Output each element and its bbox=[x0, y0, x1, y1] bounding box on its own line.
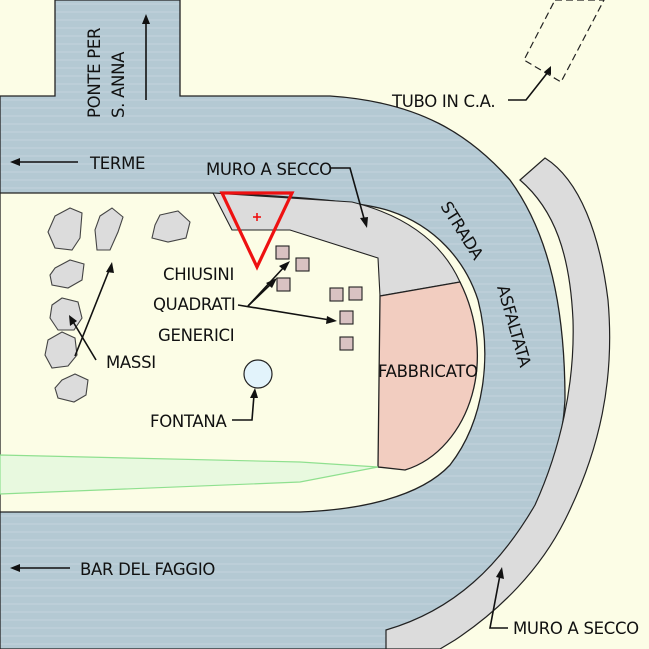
chiusini-group bbox=[275, 245, 363, 351]
fontana-leader bbox=[232, 394, 255, 421]
chiusino bbox=[348, 286, 363, 301]
tubo-leader bbox=[508, 71, 549, 101]
tubo-label: TUBO IN C.A. bbox=[391, 92, 495, 111]
red-triangle-marker-icon[interactable] bbox=[219, 191, 295, 271]
boulder bbox=[44, 331, 78, 369]
terme-label: TERME bbox=[89, 154, 145, 173]
boulder bbox=[94, 207, 124, 251]
boulder bbox=[49, 259, 85, 289]
tubo-pipe bbox=[523, 0, 605, 83]
massi-leader bbox=[74, 267, 111, 357]
boulder bbox=[54, 373, 89, 403]
quadrati-leader bbox=[237, 304, 331, 321]
fontana-label: FONTANA bbox=[150, 412, 227, 431]
arrowhead-icon bbox=[69, 315, 77, 326]
arrowhead-icon bbox=[250, 388, 258, 398]
arrowhead-icon bbox=[279, 261, 290, 271]
chiusini-leader bbox=[247, 265, 286, 307]
boulder bbox=[47, 207, 83, 251]
chiusino bbox=[295, 257, 310, 272]
fontana-fountain bbox=[243, 359, 273, 389]
arrowhead-icon bbox=[10, 158, 20, 166]
green-strip bbox=[0, 454, 379, 495]
muro-top-leader bbox=[330, 167, 366, 223]
arrowhead-icon bbox=[544, 66, 551, 75]
quadrati-label: QUADRATI bbox=[153, 295, 235, 314]
chiusino bbox=[329, 287, 344, 302]
fabbricato-building bbox=[377, 281, 479, 471]
generici-label: GENERICI bbox=[158, 326, 234, 345]
chiusino bbox=[339, 336, 354, 351]
bar-label: BAR DEL FAGGIO bbox=[80, 560, 215, 579]
chiusino bbox=[276, 277, 291, 292]
arrowhead-icon bbox=[326, 316, 337, 324]
boulder bbox=[151, 210, 191, 243]
paved-strip bbox=[212, 192, 461, 297]
muro-top-label: MURO A SECCO bbox=[206, 160, 332, 179]
arrowhead-icon bbox=[496, 567, 504, 579]
muro-bottom-leader bbox=[489, 574, 508, 629]
arrowhead-icon bbox=[142, 14, 150, 24]
muro-a-secco-wall-right bbox=[385, 157, 611, 649]
massi-label: MASSI bbox=[106, 353, 156, 372]
ponte-label-line1: PONTE PER bbox=[85, 28, 104, 118]
leader-lines bbox=[10, 14, 551, 629]
fabbricato-label: FABBRICATO bbox=[378, 362, 478, 381]
ponte-label-line2: S. ANNA bbox=[109, 51, 128, 118]
massi-leader bbox=[71, 319, 97, 361]
chiusini-label: CHIUSINI bbox=[163, 265, 234, 284]
muro-bottom-label: MURO A SECCO bbox=[513, 619, 639, 638]
arrowhead-icon bbox=[10, 564, 20, 572]
arrowhead-icon bbox=[106, 262, 114, 273]
arrowhead-icon bbox=[360, 217, 368, 228]
chiusino bbox=[339, 310, 354, 325]
chiusino bbox=[275, 245, 290, 260]
boulder bbox=[49, 297, 83, 331]
arrowhead-icon bbox=[266, 278, 277, 288]
